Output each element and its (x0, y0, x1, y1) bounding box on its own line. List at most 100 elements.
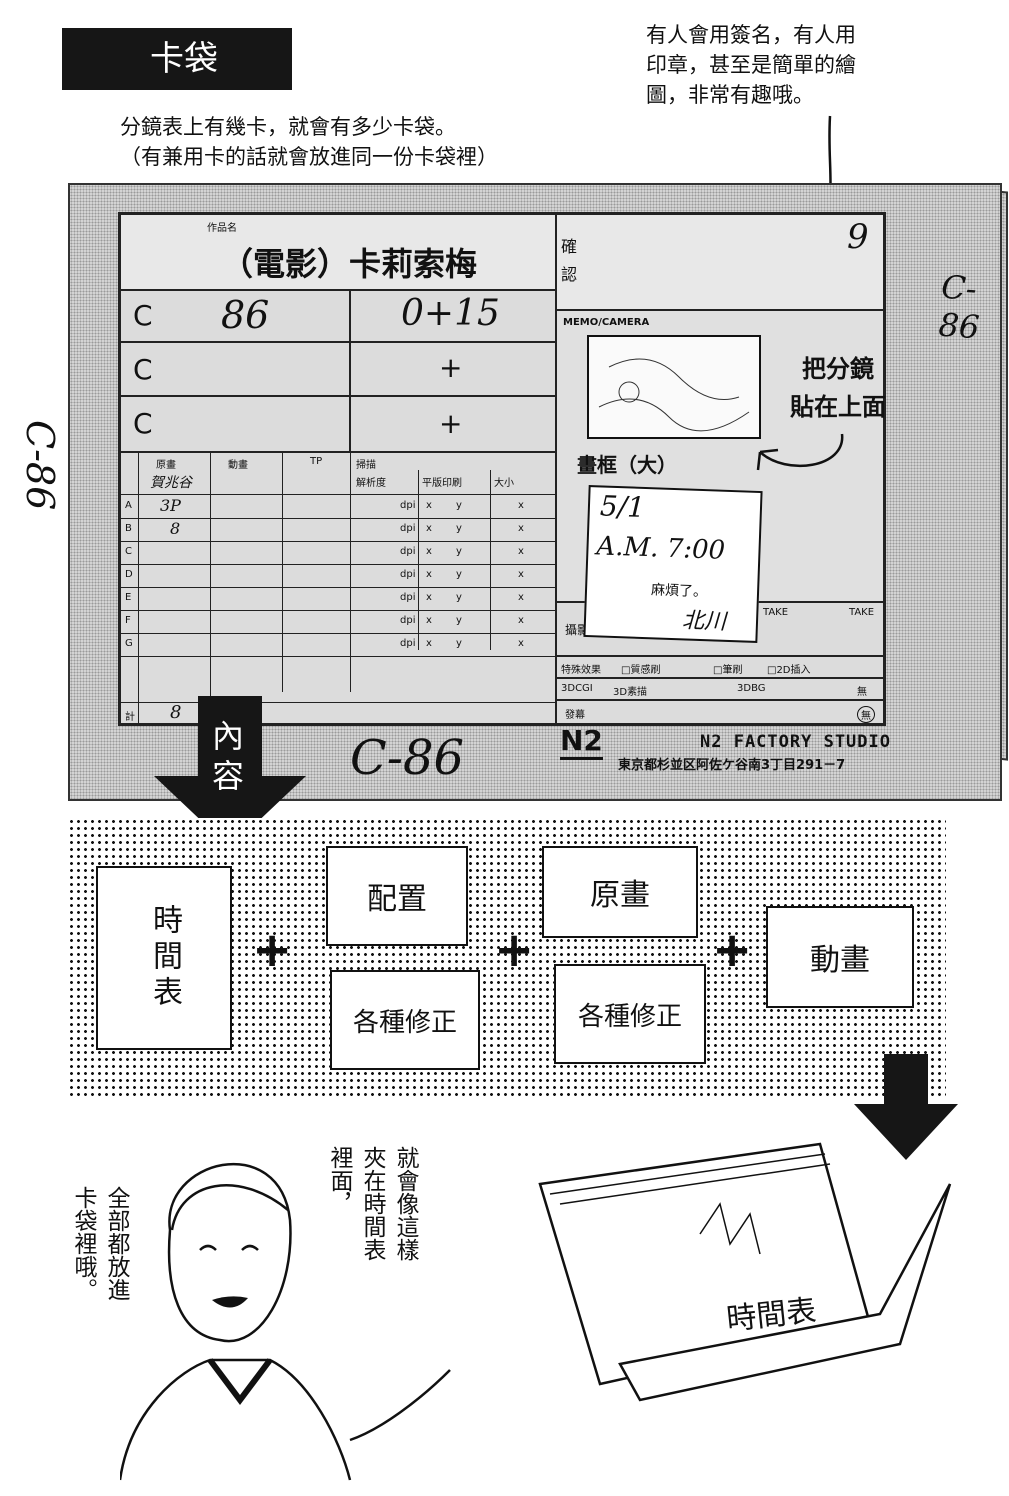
take-label: TAKE (763, 607, 789, 618)
character-illustration-icon (120, 1163, 451, 1481)
shoot-label: 攝影 (565, 623, 590, 637)
cut-row-1-cut: 86 (221, 293, 270, 337)
big-down-arrow-icon (154, 696, 306, 848)
table-row: C dpi x y x (120, 542, 556, 565)
cut-row-2-duration-cell: + (350, 342, 556, 396)
col-header-resolution: 解析度 (356, 478, 386, 489)
speech-right-line-1: 就會像這樣 (392, 1146, 418, 1261)
cut-row-1-duration-cell: 0+15 (350, 290, 556, 342)
y-label: y (456, 500, 462, 511)
work-name-cell: 作品名 （電影）卡莉索梅 (120, 214, 556, 290)
sticky-signature: 北川 (681, 608, 727, 635)
envelope-side-label: C-86 (937, 267, 981, 347)
size-x-label: x (518, 500, 524, 511)
take-label-2: TAKE (849, 607, 875, 618)
cut-row-3: C (120, 396, 350, 452)
folder-label: 時間表 (724, 1293, 818, 1338)
cut-row-1: C 86 (120, 290, 350, 342)
speech-left-line-2: 卡袋裡哦。 (70, 1186, 96, 1301)
special-label: 特殊效果 (561, 665, 601, 676)
signature-note-line-1: 有人會用簽名，有人用 (646, 23, 856, 47)
sticky-message: 麻煩了。 (650, 582, 708, 601)
col-header-tp: TP (310, 456, 323, 467)
row-letter: E (125, 592, 132, 603)
x-label: x (426, 615, 432, 626)
x-label: x (426, 569, 432, 580)
row-a-key-value: 3P (160, 496, 181, 515)
size-x-label: x (518, 592, 524, 603)
speech-left: 全部都放進 卡袋裡哦。 (66, 1186, 132, 1366)
x-label: x (426, 523, 432, 534)
y-label: y (456, 638, 462, 649)
size-x-label: x (518, 615, 524, 626)
col-header-size: 大小 (494, 478, 514, 489)
x-label: x (426, 638, 432, 649)
timesheet-folder-icon (538, 1142, 952, 1402)
sticky-date: 5/1 (599, 489, 646, 524)
row-letter: D (125, 569, 133, 580)
studio-name: N2 FACTORY STUDIO (700, 732, 891, 752)
x-label: x (426, 592, 432, 603)
size-x-label: x (518, 523, 524, 534)
studio-address: 東京都杉並区阿佐ケ谷南3丁目291－7 (618, 758, 846, 773)
speech-left-line-1: 全部都放進 (103, 1186, 129, 1301)
table-row: D dpi x y x (120, 565, 556, 588)
cut-row-3-duration-cell: + (350, 396, 556, 452)
plus-sign-2: + (494, 922, 535, 978)
dpi-label: dpi (400, 569, 416, 580)
row-letter: G (125, 638, 133, 649)
inbetween-card: 動畫 (766, 906, 914, 1008)
row-letter: C (125, 546, 132, 557)
envelope-left-label: C-86 (18, 420, 62, 511)
table-row: G dpi x y x (120, 634, 556, 657)
size-x-label: x (518, 546, 524, 557)
sticky-time: A.M. 7:00 (596, 531, 726, 566)
speech-right-line-3: 裡面， (326, 1146, 352, 1215)
speech-right: 就會像這樣 夾在時間表 裡面， (322, 1146, 421, 1326)
y-label: y (456, 615, 462, 626)
layout-corrections-card: 各種修正 (330, 970, 480, 1070)
intro-line-1: 分鏡表上有幾卡，就會有多少卡袋。 (120, 115, 456, 139)
issue-none: 無 (857, 706, 875, 723)
col-header-inbetween: 動畫 (228, 460, 248, 471)
key-corrections-card: 各種修正 (554, 964, 706, 1064)
y-label: y (456, 546, 462, 557)
row-letter: A (125, 500, 132, 511)
intro-text: 分鏡表上有幾卡，就會有多少卡袋。 （有兼用卡的話就會放進同一份卡袋裡） (120, 112, 498, 172)
total-label: 計 (125, 712, 135, 723)
size-x-label: x (518, 569, 524, 580)
signature-mark: 9 (847, 217, 869, 257)
col-header-key: 原畫 (156, 460, 176, 471)
row-b-key-value: 8 (170, 519, 181, 538)
key-animator-name: 賀兆谷 (150, 475, 192, 491)
col-header-scan: 掃描 (356, 460, 376, 471)
x-label: x (426, 500, 432, 511)
special-opt-3: □2D插入 (767, 665, 811, 676)
sticky-note: 5/1 A.M. 7:00 麻煩了。 北川 (583, 485, 763, 643)
storyboard-thumbnail (587, 335, 761, 439)
table-row: A 3P dpi x y x (120, 496, 556, 519)
plus-sign-1: + (252, 922, 293, 978)
row-letter: B (125, 523, 132, 534)
cgi-option: 3DBG (737, 683, 766, 694)
row-list: A 3P dpi x y x B 8 dpi x y x C dpi x y x… (120, 496, 556, 657)
cut-row-2-duration: + (439, 351, 463, 384)
col-header-litho: 平版印刷 (422, 478, 462, 489)
dpi-label: dpi (400, 592, 416, 603)
key-animation-card: 原畫 (542, 846, 698, 938)
dpi-label: dpi (400, 523, 416, 534)
cut-row-1-label: C (133, 299, 153, 332)
y-label: y (456, 569, 462, 580)
cgi-label: 3DCGI (561, 683, 593, 694)
table-row: B 8 dpi x y x (120, 519, 556, 542)
staff-table (120, 452, 556, 724)
memo-label: MEMO/CAMERA (563, 317, 650, 328)
paste-note-line-2: 貼在上面 (790, 393, 886, 421)
dpi-label: dpi (400, 615, 416, 626)
special-opt-2: □筆刷 (713, 665, 743, 676)
y-label: y (456, 523, 462, 534)
paste-note-line-1: 把分鏡 (802, 355, 874, 383)
cgi-value: 3D素描 (613, 687, 648, 698)
studio-logo: N2 (560, 724, 603, 760)
cgi-none: 無 (857, 687, 867, 698)
